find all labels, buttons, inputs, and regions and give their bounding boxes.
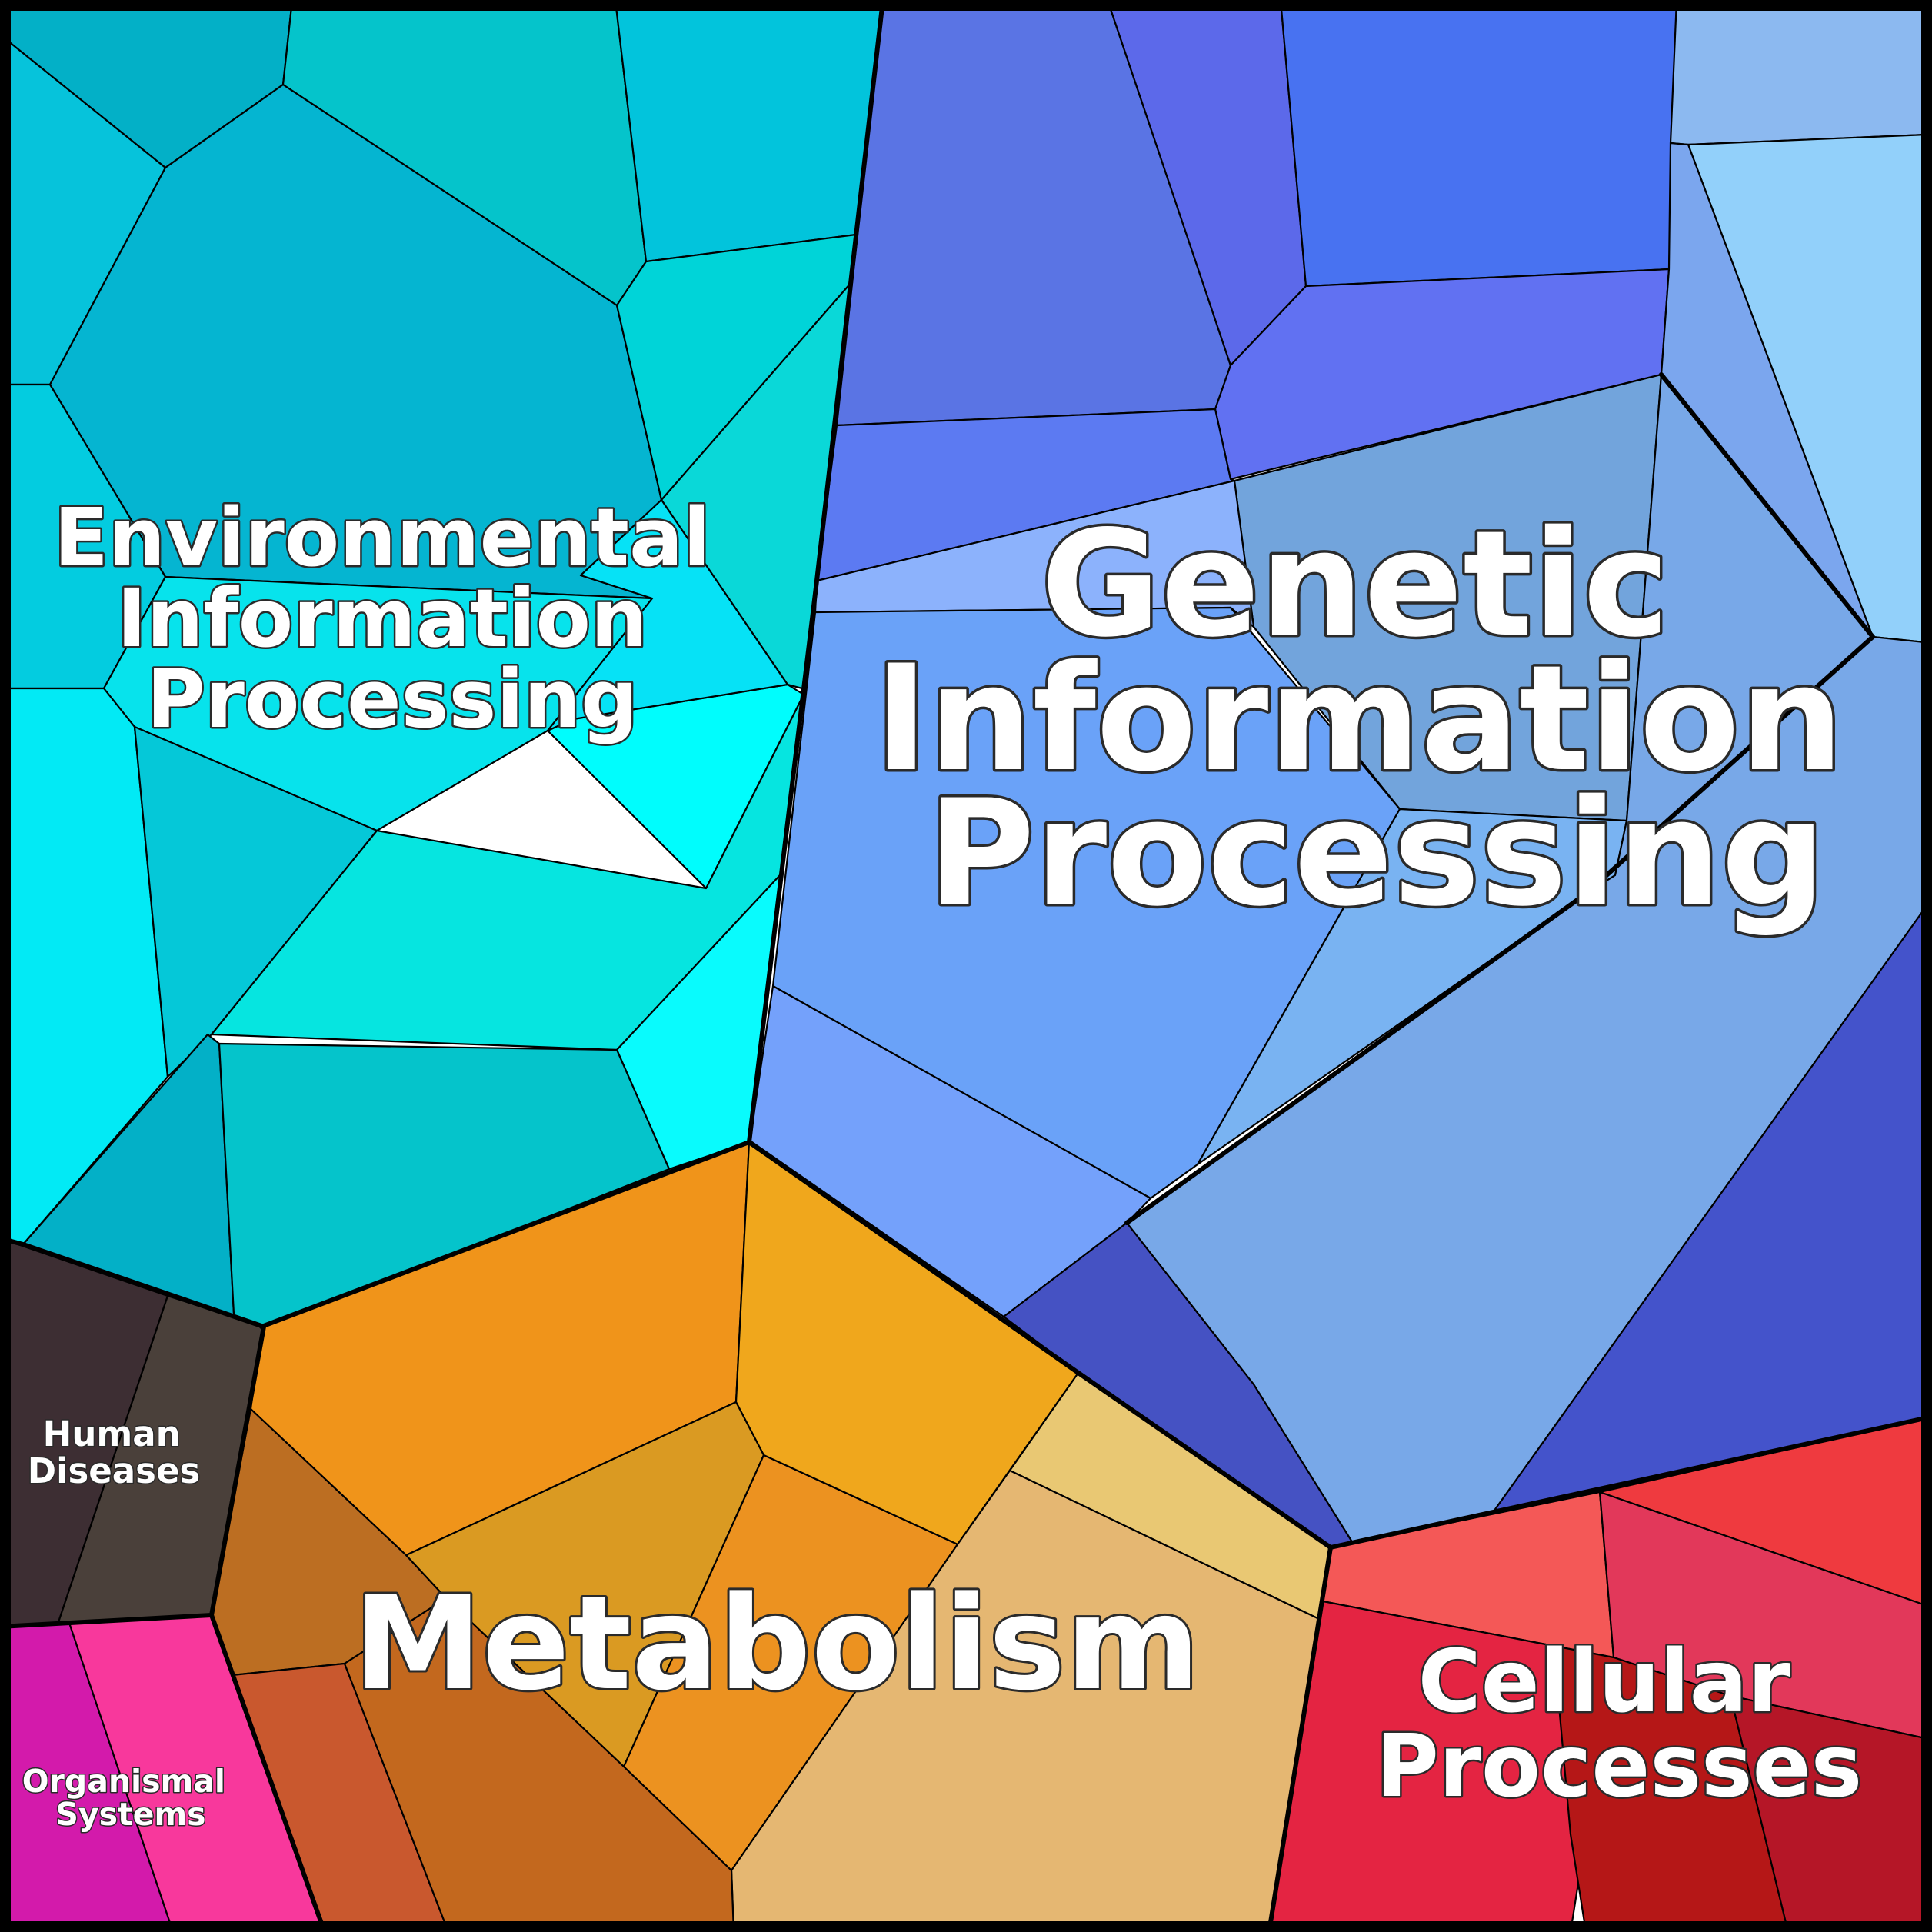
border-gen-cell — [1328, 1414, 1932, 1550]
label-environmental-line-2: Information — [117, 571, 648, 665]
label-organismal: Organismal Systems — [22, 1763, 236, 1833]
label-genetic-line-1: Genetic — [1041, 499, 1670, 669]
label-cellular-line-2: Processes — [1376, 1717, 1863, 1817]
border-gen-met — [747, 1140, 1333, 1550]
border-human-org — [0, 1613, 214, 1629]
environmental-cell-11 — [546, 498, 789, 732]
cellular-cell-6 — [1729, 1694, 1932, 1932]
border-gen-inner-1 — [1659, 372, 1875, 639]
label-environmental: Environmental Information Processing — [54, 491, 738, 746]
border-met-cell — [1267, 1545, 1333, 1932]
label-genetic: Genetic Information Processing — [874, 499, 1895, 938]
label-genetic-line-3: Processing — [928, 768, 1826, 938]
genetic-cell-8 — [1660, 142, 1874, 638]
genetic-cell-3 — [1279, 0, 1678, 288]
label-metabolism-line-1: Metabolism — [354, 1568, 1201, 1719]
label-metabolism: Metabolism — [354, 1568, 1201, 1719]
label-organismal-line-2: Systems — [55, 1796, 205, 1833]
label-organismal-line-1: Organismal — [22, 1763, 225, 1800]
metabolism-cell-9 — [343, 1597, 735, 1932]
label-human: Human Diseases — [28, 1414, 201, 1491]
border-env-met — [259, 1140, 751, 1329]
genetic-cell-6 — [1669, 0, 1932, 146]
environmental-cell-3 — [614, 0, 884, 263]
label-environmental-line-3: Processing — [146, 652, 638, 746]
label-human-line-2: Diseases — [28, 1451, 201, 1491]
label-cellular: Cellular Processes — [1376, 1632, 1863, 1817]
label-genetic-line-2: Information — [874, 634, 1844, 804]
border-env-gen — [747, 0, 885, 1144]
label-cellular-line-1: Cellular — [1418, 1632, 1790, 1732]
border-gen-inner-2 — [1124, 635, 1875, 1225]
label-environmental-line-1: Environmental — [54, 491, 711, 585]
border-met-org — [209, 1613, 327, 1932]
labels-layer: Environmental Information Processing Gen… — [21, 489, 1895, 1834]
border-met-human — [209, 1324, 266, 1617]
cellular-cell-5 — [1552, 1644, 1790, 1932]
label-human-line-1: Human — [43, 1414, 181, 1454]
